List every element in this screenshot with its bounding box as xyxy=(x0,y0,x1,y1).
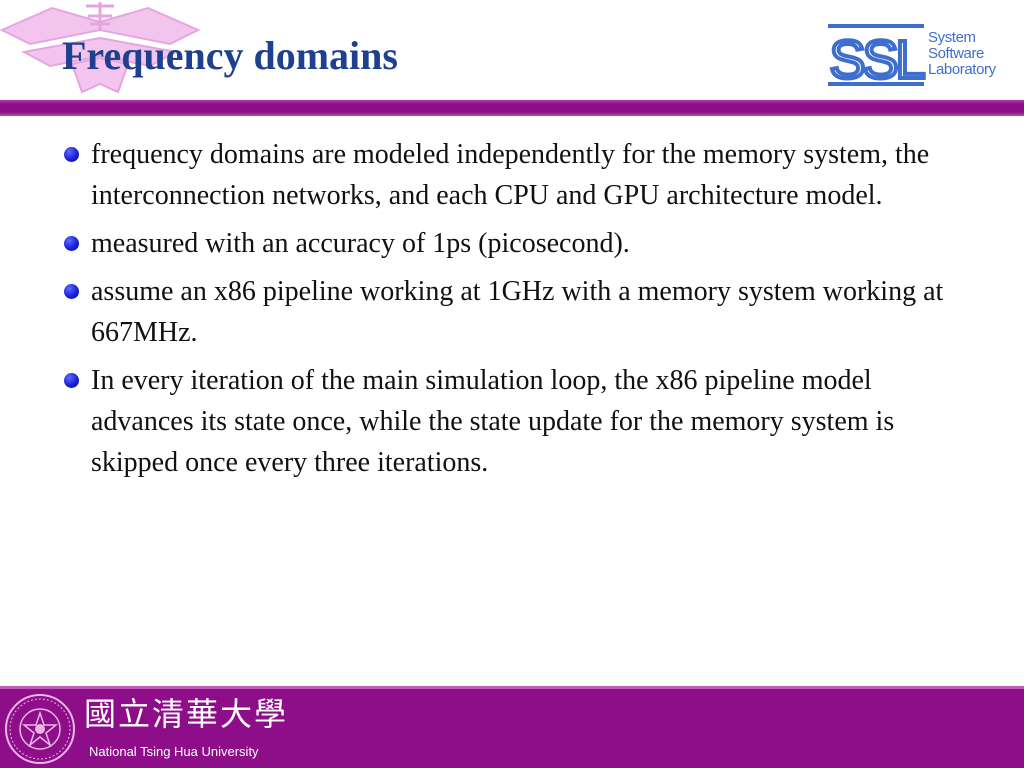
blue-sphere-bullet-icon xyxy=(64,236,79,251)
bullet-item: frequency domains are modeled independen… xyxy=(62,134,962,216)
university-name-chinese: 國立清華大學 xyxy=(84,695,289,733)
bullet-text: frequency domains are modeled independen… xyxy=(91,139,930,211)
ssl-logo-mark: SSL xyxy=(828,24,926,90)
bullet-item: measured with an accuracy of 1ps (picose… xyxy=(62,223,962,264)
bullet-text: measured with an accuracy of 1ps (picose… xyxy=(91,228,630,259)
slide-title: Frequency domains xyxy=(62,33,398,78)
ssl-logo-text: System Software Laboratory xyxy=(928,30,996,78)
ssl-logo: SSL System Software Laboratory xyxy=(828,22,1013,90)
ssl-line-laboratory: Laboratory xyxy=(928,61,996,78)
slide-header: Frequency domains SSL System Software La… xyxy=(0,0,1024,100)
bullet-list: frequency domains are modeled independen… xyxy=(62,134,962,483)
blue-sphere-bullet-icon xyxy=(64,147,79,162)
bullet-text: assume an x86 pipeline working at 1GHz w… xyxy=(91,276,944,348)
bullet-text: In every iteration of the main simulatio… xyxy=(91,365,895,478)
blue-sphere-bullet-icon xyxy=(64,373,79,388)
header-divider xyxy=(0,100,1024,116)
bullet-item: assume an x86 pipeline working at 1GHz w… xyxy=(62,271,962,353)
ssl-line-software: Software xyxy=(928,45,984,62)
slide-content: frequency domains are modeled independen… xyxy=(62,134,962,490)
university-name-english: National Tsing Hua University xyxy=(89,744,259,759)
ssl-line-system: System xyxy=(928,29,976,46)
nthu-emblem-watermark-icon xyxy=(0,2,200,94)
ssl-mark-text: SSL xyxy=(829,30,924,90)
blue-sphere-bullet-icon xyxy=(64,284,79,299)
slide-footer: 國立清華大學 National Tsing Hua University xyxy=(0,686,1024,768)
nthu-seal-icon xyxy=(5,694,75,764)
bullet-item: In every iteration of the main simulatio… xyxy=(62,360,962,483)
